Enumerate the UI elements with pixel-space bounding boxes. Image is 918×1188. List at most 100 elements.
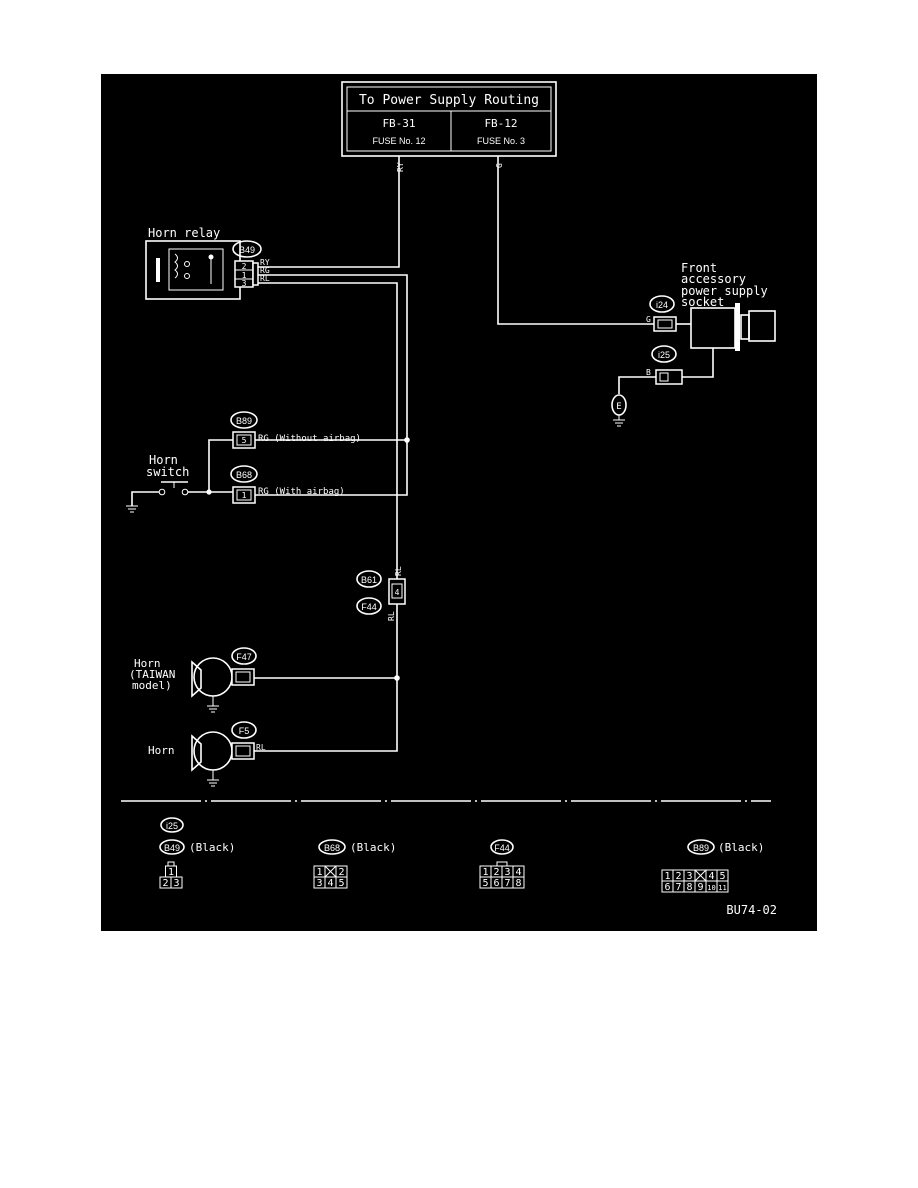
wire-label-b61-rl: RL [394,566,403,576]
legend-b49-tag: B49 [164,843,180,853]
legend-b89-pins-bottom-pin-7: 7 [672,880,685,893]
horn-wiring-diagram: To Power Supply Routing FB-31 FUSE No. 1… [101,74,817,931]
legend-b89-pins-bottom-pin-6: 6 [661,880,674,893]
legend-b89-tag: B89 [693,843,709,853]
wire-ry [257,156,400,268]
svg-text:model): model) [132,679,172,692]
svg-text:4: 4 [395,588,400,597]
legend-b68-pins-bottom-pin-3: 3 [313,876,326,889]
horn-relay-label: Horn relay [148,226,220,240]
legend-b89-pins-bottom-pin-9: 9 [694,880,707,893]
legend-b68-pins-top-pin-blank [324,865,337,878]
connector-i24-tag: i24 [656,300,668,310]
fuse-12-label: FUSE No. 12 [372,136,425,146]
svg-text:accessory: accessory [681,272,746,286]
horn-relay: Horn relay 2 1 3 B49 [145,226,262,300]
connector-b49-tag: B49 [239,245,255,255]
svg-text:5: 5 [242,436,247,445]
svg-text:3: 3 [686,871,692,882]
wire-label-rg-without-airbag: RG (Without airbag) [258,434,361,444]
legend-b89-pins-top-pin-3: 3 [683,869,696,882]
svg-text:8: 8 [515,878,521,889]
wire-label-rg: RG [260,266,270,275]
legend-b89-pins-top-pin-5: 5 [716,869,729,882]
legend-b89-pins-top-pin-blank [694,869,707,882]
legend-b49-color: (Black) [189,841,235,854]
legend-b89-pins-top-pin-4: 4 [705,869,718,882]
legend-b68-color: (Black) [350,841,396,854]
legend-f44-pins-bottom-pin-5: 5 [479,876,492,889]
b68-connector: 1 B68 RG (With airbag) [230,465,345,504]
svg-text:2: 2 [162,878,168,889]
legend-b68-pins-top-pin-2: 2 [335,865,348,878]
svg-text:Horn: Horn [134,657,161,670]
svg-text:socket: socket [681,295,724,309]
svg-text:(TAIWAN: (TAIWAN [129,668,175,681]
legend-b89-pins-bottom-pin-8: 8 [683,880,696,893]
legend-b89-pins-bottom-pin-11: 11 [716,880,729,893]
legend-b49-pins-top-pin-1: 1 [165,865,177,878]
horn-switch: Horn switch [126,439,233,513]
svg-text:5: 5 [338,878,344,889]
connector-f44-tag: F44 [361,602,377,612]
svg-text:7: 7 [675,882,681,893]
svg-text:3: 3 [173,878,179,889]
wire-rl-lower [254,604,398,752]
legend-f44-pins-top-pin-4: 4 [512,865,525,878]
wire-label-accessory-g: G [646,315,651,324]
power-box-title: To Power Supply Routing [359,93,539,108]
connector-f47-tag: F47 [236,652,252,662]
fuse-fb31-label: FB-31 [382,117,415,130]
svg-text:3: 3 [316,878,322,889]
b89-connector: 5 B89 RG (Without airbag) [230,411,361,449]
connector-i25-tag: i25 [658,350,670,360]
svg-text:Horn: Horn [149,453,178,467]
wire-label-ry: RY [260,258,270,267]
ground-e-label: E [616,402,621,412]
power-supply-box: To Power Supply Routing FB-31 FUSE No. 1… [341,81,557,157]
svg-text:5: 5 [482,878,488,889]
legend-f44-pins-top-pin-2: 2 [490,865,503,878]
svg-text:2: 2 [675,871,681,882]
svg-text:1: 1 [482,867,488,878]
svg-text:6: 6 [664,882,670,893]
legend-b49-pins-bottom-pin-2: 2 [159,876,172,889]
legend-b68-pins-bottom-pin-5: 5 [335,876,348,889]
legend-b89-pins-top-pin-1: 1 [661,869,674,882]
front-accessory-socket: Front accessory power supply socket G i2… [611,261,776,427]
svg-text:4: 4 [708,871,714,882]
svg-text:1: 1 [168,867,174,878]
svg-text:2: 2 [242,262,247,271]
svg-text:Horn: Horn [148,744,175,757]
svg-text:4: 4 [327,878,333,889]
legend-f44-pins-bottom-pin-8: 8 [512,876,525,889]
wire-g [497,156,654,325]
wire-label-f44-rl: RL [387,611,396,621]
svg-text:2: 2 [338,867,344,878]
svg-text:5: 5 [719,871,725,882]
svg-text:9: 9 [697,882,703,893]
legend-b68-tag: B68 [324,843,340,853]
svg-text:7: 7 [504,878,510,889]
legend-b49-pins-bottom-pin-3: 3 [170,876,183,889]
svg-text:switch: switch [146,465,189,479]
svg-text:Front: Front [681,261,717,275]
horn-taiwan: Horn (TAIWAN model) F47 [129,647,257,713]
svg-text:4: 4 [515,867,521,878]
legend-f44-pins-bottom-pin-7: 7 [501,876,514,889]
svg-text:1: 1 [242,491,247,500]
svg-text:2: 2 [493,867,499,878]
legend-b89-pins-bottom-pin-10: 10 [705,880,718,893]
wire-label-accessory-b: B [646,368,651,377]
svg-text:1: 1 [664,871,670,882]
wire-label-rg-with-airbag: RG (With airbag) [258,487,345,497]
svg-text:10: 10 [707,884,715,892]
svg-text:6: 6 [493,878,499,889]
svg-text:8: 8 [686,882,692,893]
wire-label-ry-vertical: RY [396,162,405,172]
fuse-fb12-label: FB-12 [484,117,517,130]
